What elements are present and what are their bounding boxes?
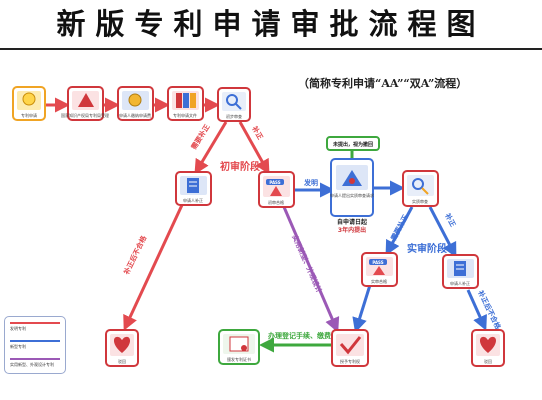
- svg-text:驳回: 驳回: [118, 358, 126, 364]
- node-substantive-request: 申请人提出实质审查请求: [330, 165, 374, 198]
- lightbulb-icon: [22, 92, 36, 106]
- title-divider: [0, 48, 542, 50]
- svg-text:PASS: PASS: [372, 260, 383, 265]
- edge-label-invention: 发明: [303, 178, 318, 187]
- edge-label-register: 办理登记手续、缴费: [268, 331, 331, 340]
- pass-hand-icon: PASS: [369, 259, 387, 275]
- node-substantive-pass: PASS 实审合格: [361, 252, 398, 287]
- svg-text:国家知识产权局专利局受理: 国家知识产权局专利局受理: [61, 112, 109, 118]
- svg-text:申请人提出实质审查请求: 申请人提出实质审查请求: [330, 192, 374, 198]
- node-office-receipt: 国家知识产权局专利局受理: [61, 86, 109, 121]
- legend-item-design: 实用新型、外观设计专利: [9, 356, 61, 374]
- rejected-heart-icon: [113, 336, 131, 353]
- legend-swatch: [10, 322, 60, 324]
- node-certificate: 颁发专利证书: [218, 329, 260, 365]
- certificate-icon: [229, 336, 249, 352]
- document-edit-icon: [454, 261, 466, 276]
- request-box-icon: [342, 170, 362, 186]
- edge-label-fail-2: 补正后不合格: [476, 288, 503, 331]
- checkmark-icon: [339, 336, 362, 355]
- magnifier-icon: [226, 94, 242, 110]
- connector-reject-2: [466, 289, 487, 331]
- page-title: 新版专利申请审批流程图: [56, 7, 486, 41]
- svg-text:专利申请: 专利申请: [21, 112, 37, 118]
- magnifier-check-icon: [412, 178, 429, 195]
- document-edit-icon: [187, 178, 199, 193]
- page-subtitle: （简称专利申请“AA”“双A”流程）: [298, 77, 468, 90]
- stage-label-first: 初审阶段: [220, 160, 260, 173]
- node-substantive-exam: 实质审查: [402, 170, 439, 207]
- svg-text:申请人补正: 申请人补正: [183, 197, 203, 203]
- fee-coins-icon: [128, 93, 142, 107]
- svg-text:申请人缴纳申请费: 申请人缴纳申请费: [119, 112, 151, 118]
- connector-needs-correction-1: [194, 121, 228, 175]
- edge-label-correction-1: 补正: [250, 124, 265, 141]
- connector-needs-correction-2: [385, 206, 414, 256]
- node-applicant-correction-1: 申请人补正: [175, 171, 212, 206]
- pass-hand-icon: PASS: [266, 179, 284, 196]
- svg-text:专利申请文件: 专利申请文件: [173, 112, 197, 118]
- rejected-heart-icon: [479, 336, 497, 353]
- legend: 发明专利 新型专利 实用新型、外观设计专利: [4, 316, 66, 374]
- connector-utility-design: [282, 206, 340, 333]
- legend-swatch: [10, 358, 60, 360]
- edge-label-needs-correction-2: 需要补正: [389, 213, 410, 242]
- connector-correction-2: [428, 206, 457, 258]
- node-pay-fee: 申请人缴纳申请费: [117, 86, 154, 121]
- patent-office-logo: [78, 93, 94, 107]
- node-documents: 专利申请文件: [167, 86, 204, 121]
- node-grant-patent: 授予专利权: [331, 329, 369, 367]
- connector-reject-1: [123, 204, 184, 331]
- stage-label-second: 实审阶段: [407, 242, 447, 255]
- svg-text:颁发专利证书: 颁发专利证书: [227, 356, 251, 362]
- svg-text:初审合格: 初审合格: [268, 199, 284, 205]
- svg-text:实审合格: 实审合格: [371, 278, 387, 284]
- node-preliminary-pass: PASS 初审合格: [258, 171, 295, 208]
- node-preliminary-exam: 初步审查: [217, 87, 251, 122]
- node-applicant-correction-2: 申请人补正: [442, 254, 479, 289]
- svg-text:实质审查: 实质审查: [412, 198, 428, 204]
- edge-label-fail-1: 补正后不合格: [121, 233, 148, 276]
- edge-label-correction-2: 补正: [443, 211, 458, 228]
- legend-swatch: [10, 340, 60, 342]
- callout-note-2: 3年内提出: [338, 226, 366, 234]
- svg-text:授予专利权: 授予专利权: [340, 358, 360, 364]
- callout-top-box: [326, 136, 380, 151]
- node-reject-2: 驳回: [471, 329, 505, 367]
- callout-top-text: 未提出，视为撤回: [332, 141, 373, 148]
- connector-correction-1: [238, 121, 270, 175]
- edge-label-needs-correction-1: 需要补正: [189, 123, 211, 152]
- legend-item-utility: 新型专利: [9, 338, 61, 356]
- svg-text:PASS: PASS: [269, 180, 280, 185]
- svg-text:驳回: 驳回: [484, 358, 492, 364]
- books-icon: [176, 93, 196, 108]
- node-patent-application: 专利申请: [12, 86, 46, 121]
- connector-to-grant: [352, 284, 372, 333]
- edge-label-utility-design: 实用新型、外观设计: [290, 233, 324, 294]
- svg-text:申请人补正: 申请人补正: [450, 280, 470, 286]
- legend-item-invention: 发明专利: [9, 320, 61, 338]
- node-reject-1: 驳回: [105, 329, 139, 367]
- svg-text:初步审查: 初步审查: [226, 113, 242, 119]
- callout-note-1: 自申请日起: [337, 218, 368, 226]
